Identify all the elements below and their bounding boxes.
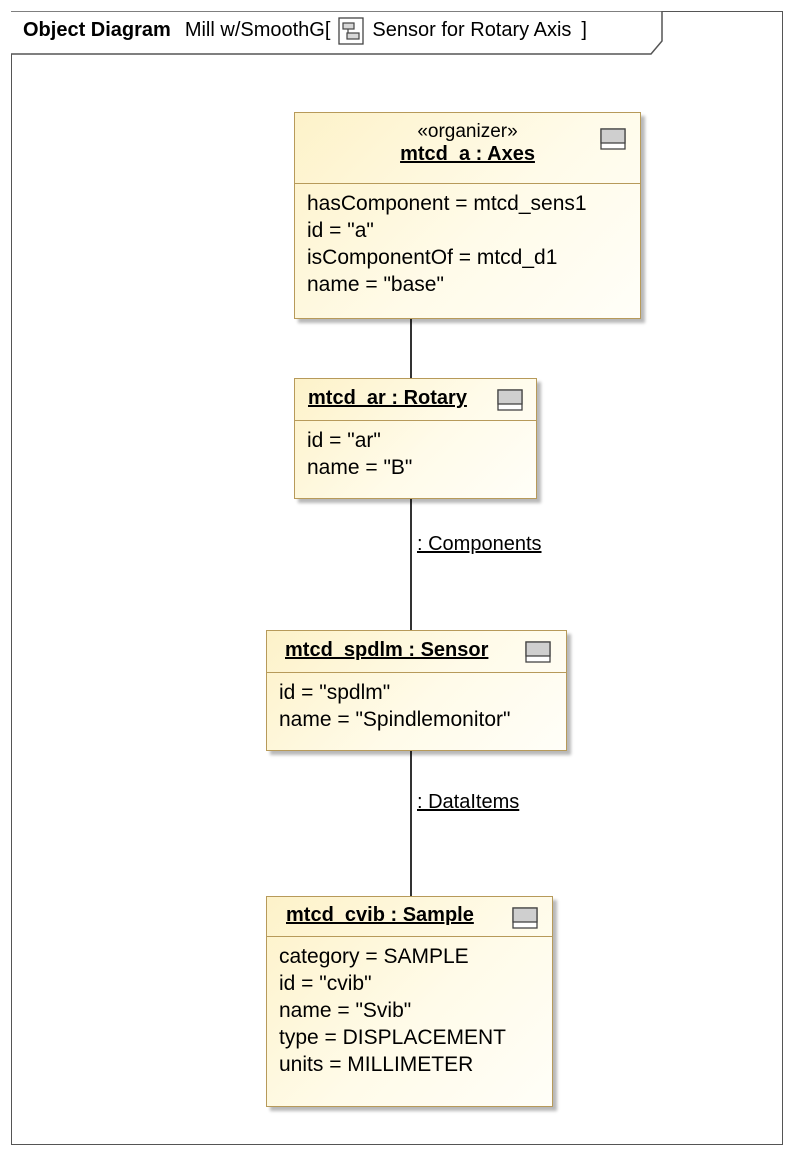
object-mtcd-a[interactable]: «organizer» mtcd_a : Axes hasComponent =… bbox=[294, 112, 641, 319]
diagram-icon bbox=[338, 17, 365, 45]
object-attributes: id = "spdlm" name = "Spindlemonitor" bbox=[267, 673, 566, 733]
diagram-kind: Object Diagram bbox=[23, 18, 171, 41]
attribute: id = "cvib" bbox=[279, 972, 372, 995]
attribute: units = MILLIMETER bbox=[279, 1053, 474, 1076]
attribute: isComponentOf = mtcd_d1 bbox=[307, 246, 558, 269]
attribute: id = "ar" bbox=[307, 429, 381, 452]
link-role-components: : Components bbox=[417, 533, 542, 555]
object-mtcd-spdlm[interactable]: mtcd_spdlm : Sensor id = "spdlm" name = … bbox=[266, 630, 567, 751]
frame-tab-outline bbox=[11, 11, 663, 55]
object-title: mtcd_spdlm : Sensor bbox=[285, 639, 489, 661]
link-sensor-sample[interactable] bbox=[410, 750, 412, 897]
instance-icon bbox=[512, 907, 538, 929]
object-mtcd-cvib[interactable]: mtcd_cvib : Sample category = SAMPLE id … bbox=[266, 896, 553, 1107]
attribute: hasComponent = mtcd_sens1 bbox=[307, 192, 587, 215]
link-rotary-sensor[interactable] bbox=[410, 498, 412, 630]
diagram-close-bracket: ] bbox=[581, 18, 587, 41]
link-role-dataitems: : DataItems bbox=[417, 791, 520, 813]
instance-icon bbox=[525, 641, 551, 663]
object-title: mtcd_a : Axes bbox=[400, 143, 535, 165]
object-header: mtcd_cvib : Sample bbox=[267, 897, 552, 937]
attribute: name = "Spindlemonitor" bbox=[279, 708, 511, 731]
attribute: name = "B" bbox=[307, 456, 413, 479]
object-header: mtcd_spdlm : Sensor bbox=[267, 631, 566, 673]
object-header: «organizer» mtcd_a : Axes bbox=[295, 113, 640, 184]
attribute: id = "spdlm" bbox=[279, 681, 391, 704]
attribute: id = "a" bbox=[307, 219, 374, 242]
attribute: category = SAMPLE bbox=[279, 945, 469, 968]
instance-icon bbox=[497, 389, 523, 411]
attribute: name = "base" bbox=[307, 273, 444, 296]
attribute: name = "Svib" bbox=[279, 999, 412, 1022]
object-header: mtcd_ar : Rotary bbox=[295, 379, 536, 421]
object-attributes: hasComponent = mtcd_sens1 id = "a" isCom… bbox=[295, 184, 640, 298]
object-attributes: category = SAMPLE id = "cvib" name = "Sv… bbox=[267, 937, 552, 1078]
object-mtcd-ar[interactable]: mtcd_ar : Rotary id = "ar" name = "B" bbox=[294, 378, 537, 499]
object-title: mtcd_ar : Rotary bbox=[308, 387, 467, 409]
object-attributes: id = "ar" name = "B" bbox=[295, 421, 536, 481]
attribute: type = DISPLACEMENT bbox=[279, 1026, 506, 1049]
diagram-context: Sensor for Rotary Axis bbox=[372, 18, 572, 41]
object-title: mtcd_cvib : Sample bbox=[286, 904, 474, 926]
link-axes-rotary[interactable] bbox=[410, 318, 412, 378]
diagram-name: Mill w/SmoothG[ bbox=[184, 18, 331, 41]
object-stereotype: «organizer» bbox=[417, 121, 518, 142]
instance-icon bbox=[600, 128, 626, 150]
